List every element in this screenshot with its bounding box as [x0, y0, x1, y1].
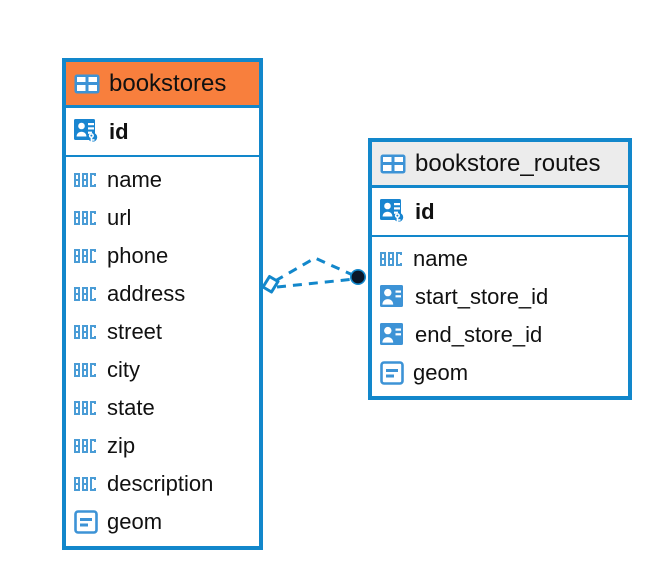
abc-text-icon — [380, 252, 402, 266]
field-label: name — [413, 246, 469, 271]
field-label-id: id — [415, 198, 435, 224]
field-label: name — [107, 167, 163, 192]
entity-bookstores[interactable]: bookstores id — [62, 58, 263, 550]
field-row-description[interactable]: description — [66, 465, 259, 503]
field-label: description — [107, 471, 214, 496]
foreign-key-icon — [380, 323, 403, 345]
field-row-primary-key[interactable]: id — [372, 188, 628, 237]
field-label: start_store_id — [415, 284, 549, 309]
foreign-key-icon — [380, 285, 403, 307]
abc-text-icon — [74, 363, 96, 377]
field-row-geom[interactable]: geom — [372, 354, 628, 392]
abc-text-icon — [74, 439, 96, 453]
field-row-start-store-id[interactable]: start_store_id — [372, 278, 628, 316]
field-label: street — [107, 319, 163, 344]
entity-header-bookstore-routes[interactable]: bookstore_routes — [372, 142, 628, 188]
field-label: phone — [107, 243, 169, 268]
abc-text-icon — [74, 173, 96, 187]
field-row-phone[interactable]: phone — [66, 237, 259, 275]
field-row-primary-key[interactable]: id — [66, 108, 259, 157]
primary-key-icon — [74, 118, 98, 143]
field-label: zip — [107, 433, 136, 458]
entity-title-bookstore-routes: bookstore_routes — [415, 149, 601, 177]
field-label: state — [107, 395, 155, 420]
field-label: end_store_id — [415, 322, 543, 347]
field-row-geom[interactable]: geom — [66, 503, 259, 541]
field-row-url[interactable]: url — [66, 199, 259, 237]
field-list-bookstores: name url — [66, 157, 259, 546]
field-list-bookstore-routes: name start_store_id — [372, 237, 628, 396]
field-row-address[interactable]: address — [66, 275, 259, 313]
field-row-city[interactable]: city — [66, 351, 259, 389]
table-icon — [74, 74, 100, 93]
abc-text-icon — [74, 211, 96, 225]
field-label-id: id — [109, 118, 129, 144]
abc-text-icon — [74, 401, 96, 415]
field-row-name[interactable]: name — [372, 240, 628, 278]
primary-key-icon — [380, 198, 404, 223]
field-row-street[interactable]: street — [66, 313, 259, 351]
field-row-zip[interactable]: zip — [66, 427, 259, 465]
entity-header-bookstores[interactable]: bookstores — [66, 62, 259, 108]
field-label: address — [107, 281, 186, 306]
field-row-end-store-id[interactable]: end_store_id — [372, 316, 628, 354]
abc-text-icon — [74, 287, 96, 301]
abc-text-icon — [74, 249, 96, 263]
relationship-source-diamond-marker — [261, 275, 280, 294]
abc-text-icon — [74, 325, 96, 339]
field-label: geom — [413, 360, 469, 385]
relationship-target-circle-marker — [351, 270, 365, 284]
relationship-line-lower — [276, 277, 356, 289]
relationship-line-upper — [274, 256, 356, 283]
entity-bookstore-routes[interactable]: bookstore_routes id — [368, 138, 632, 400]
field-row-name[interactable]: name — [66, 161, 259, 199]
field-label: geom — [107, 509, 163, 534]
table-icon — [380, 154, 406, 173]
geometry-icon — [74, 510, 98, 534]
geometry-icon — [380, 361, 404, 385]
relationship-connector[interactable] — [255, 245, 375, 307]
abc-text-icon — [74, 477, 96, 491]
entity-title-bookstores: bookstores — [109, 69, 227, 97]
field-row-state[interactable]: state — [66, 389, 259, 427]
field-label: url — [107, 205, 132, 230]
field-label: city — [107, 357, 140, 382]
